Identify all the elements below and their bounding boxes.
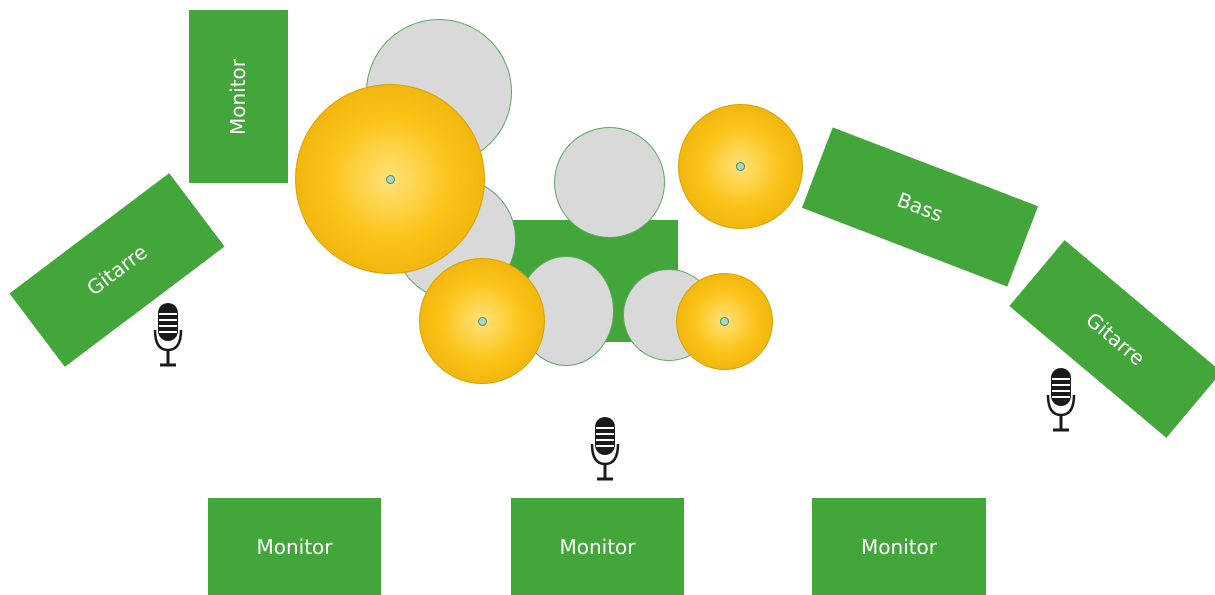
monitor-top-label: Monitor [226,58,251,135]
guitar-amp-right: Gitarre [1009,240,1215,438]
monitor-bottom-left: Monitor [208,498,381,595]
cymbal-center-dot [385,174,395,184]
cymbal-splash [676,273,773,370]
microphone-icon [590,417,620,481]
monitor-bottom-center: Monitor [511,498,684,595]
guitar-amp-left: Gitarre [9,173,225,367]
monitor-bottom-right-label: Monitor [860,534,938,559]
cymbal-crash [678,104,803,229]
microphone-icon [1046,368,1076,432]
bass-amp: Bass [801,127,1039,287]
cymbal-center-dot [477,316,487,326]
guitar-amp-left-label: Gitarre [82,239,152,301]
cymbal-hihat [419,258,545,384]
cymbal-ride [295,84,485,274]
monitor-bottom-left-label: Monitor [256,534,333,559]
drum-tom-center [554,127,665,238]
cymbal-center-dot [720,317,729,326]
microphone-icon [153,303,183,367]
monitor-top: Monitor [189,10,288,183]
guitar-amp-right-label: Gitarre [1081,307,1150,371]
cymbal-center-dot [736,162,745,171]
monitor-bottom-center-label: Monitor [559,534,636,559]
monitor-bottom-right: Monitor [812,498,986,595]
bass-amp-label: Bass [893,187,947,227]
